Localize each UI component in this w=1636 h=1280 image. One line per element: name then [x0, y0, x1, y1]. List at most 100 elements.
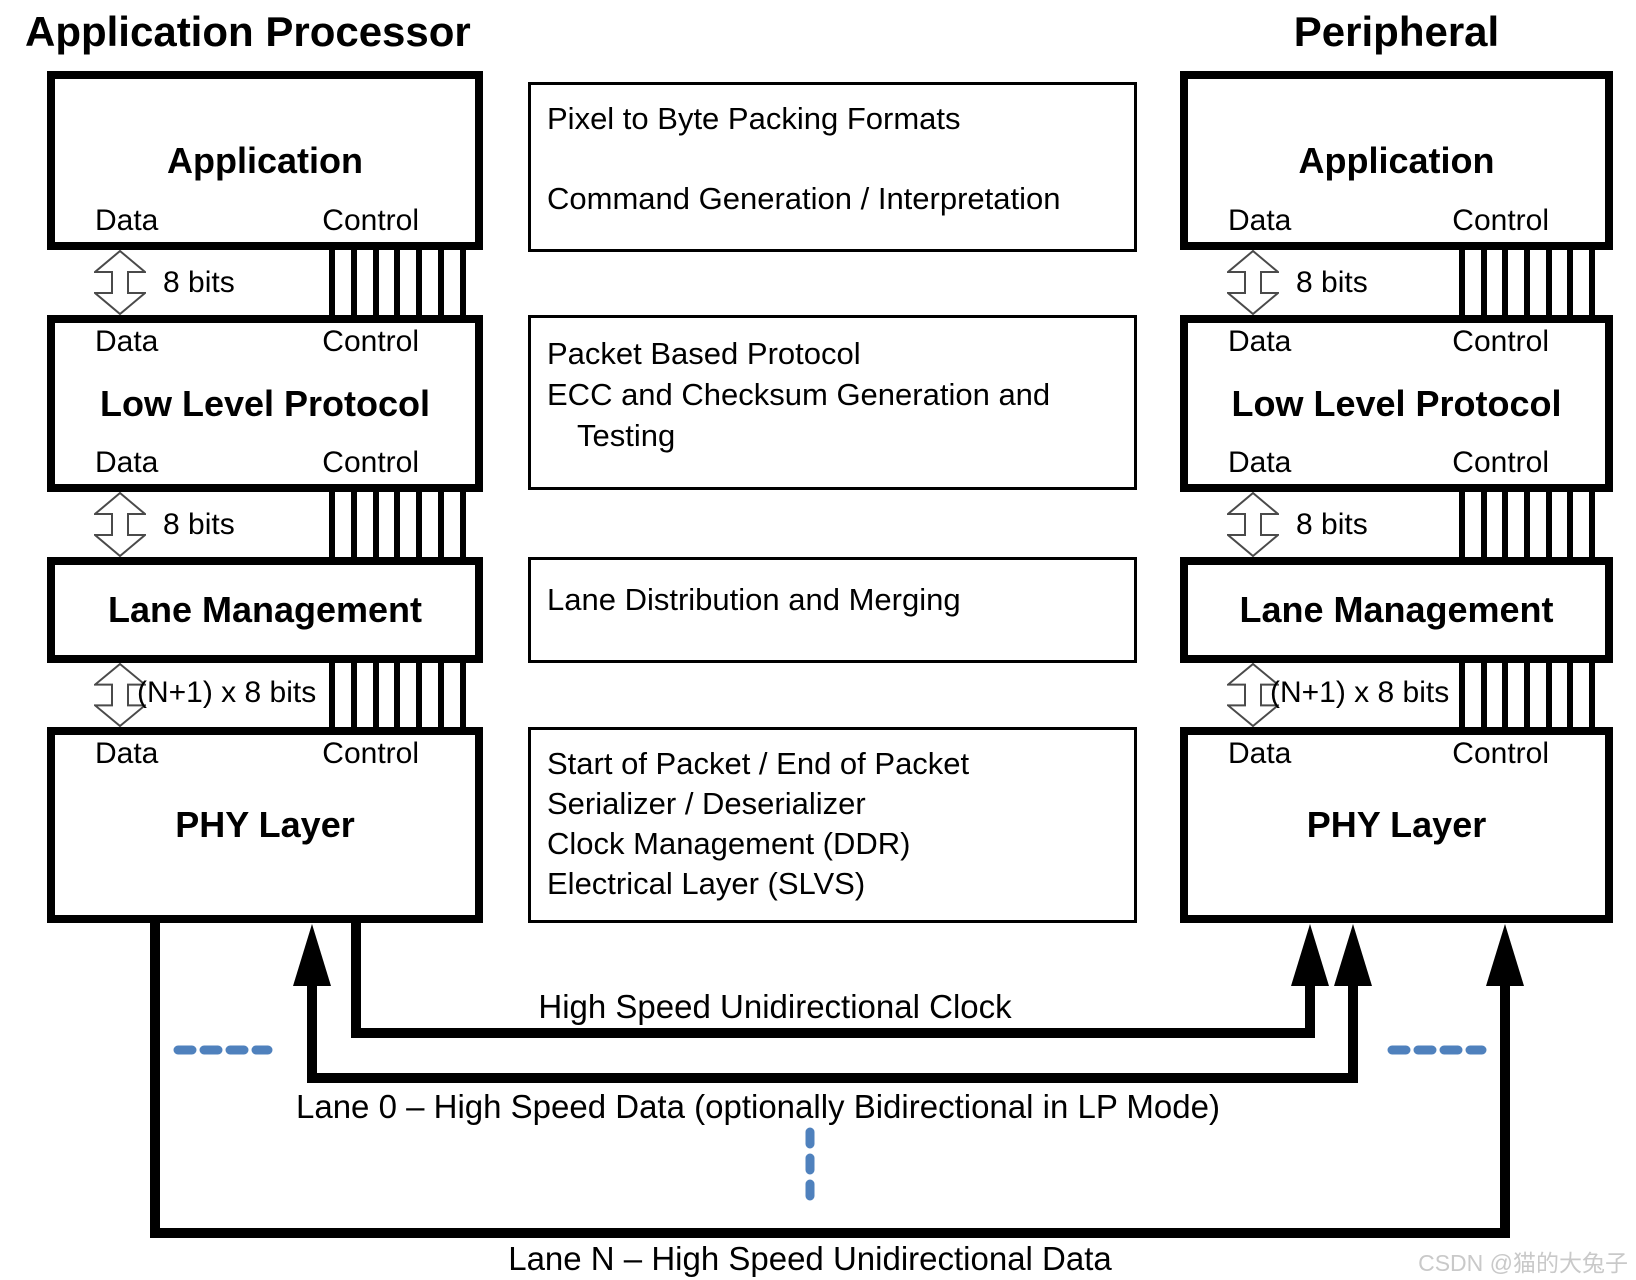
control-line [1459, 492, 1465, 557]
control-bus-lines [329, 663, 466, 727]
heading-peripheral: Peripheral [1293, 8, 1500, 55]
control-port-label: Control [322, 325, 419, 358]
control-port-label: Control [1452, 737, 1549, 770]
control-line [438, 492, 445, 557]
lane0-right-arrowhead [1334, 924, 1372, 986]
note-line: Packet Based Protocol [547, 336, 861, 371]
control-line [1502, 250, 1509, 315]
data-port-label: Data [1228, 446, 1292, 479]
control-line [459, 663, 466, 727]
control-line [1502, 663, 1509, 727]
data-bus-arrow-icon [94, 492, 146, 557]
note-line: Lane Distribution and Merging [547, 582, 961, 617]
control-bus-lines [329, 492, 466, 557]
control-line [394, 492, 401, 557]
control-line [329, 492, 335, 557]
control-port-label: Control [322, 446, 419, 479]
data-bus-arrow-icon [1227, 250, 1279, 315]
laneN-arrowhead [1486, 924, 1524, 986]
control-line [1480, 663, 1487, 727]
peripheral-lane-management-box: Lane Management [1180, 557, 1613, 663]
bus-width-label: 8 bits [1296, 508, 1368, 541]
peripheral-phy-layer-box: Data Control PHY Layer [1180, 727, 1613, 923]
bus-width-label: (N+1) x 8 bits [1270, 676, 1450, 709]
ap-phy-layer-box: Data Control PHY Layer [47, 727, 483, 923]
data-port-label: Data [95, 737, 159, 770]
clock-lane-label: High Speed Unidirectional Clock [538, 988, 1012, 1025]
control-line [329, 250, 335, 315]
lane0-left-arrowhead [293, 924, 331, 986]
control-line [1588, 663, 1595, 727]
control-line [1480, 492, 1487, 557]
control-line [329, 663, 335, 727]
note-line: Testing [577, 418, 676, 453]
control-line [1545, 663, 1552, 727]
ap-low-level-protocol-box: Data Control Low Level Protocol Data Con… [47, 315, 483, 492]
data-port-label: Data [95, 204, 159, 237]
bus-width-label: (N+1) x 8 bits [137, 676, 317, 709]
note-line: Clock Management (DDR) [547, 826, 911, 861]
box-title: Lane Management [1239, 589, 1554, 630]
control-line [1588, 492, 1595, 557]
note-box-application: Pixel to Byte Packing Formats Command Ge… [528, 82, 1137, 252]
control-bus-lines [1459, 250, 1595, 315]
data-bus-arrow-icon [1227, 663, 1279, 727]
ap-application-box: Application Data Control [47, 71, 483, 250]
control-line [1545, 250, 1552, 315]
box-title: Low Level Protocol [1231, 382, 1562, 424]
control-line [372, 663, 379, 727]
control-line [350, 250, 357, 315]
control-line [1567, 250, 1574, 315]
control-line [372, 250, 379, 315]
control-line [1459, 663, 1465, 727]
control-bus-lines [329, 250, 466, 315]
laneN-label: Lane N – High Speed Unidirectional Data [508, 1240, 1112, 1277]
data-bus-arrow-icon [1227, 492, 1279, 557]
note-line: ECC and Checksum Generation and [547, 377, 1051, 412]
control-line [350, 663, 357, 727]
ap-lane-management-box: Lane Management [47, 557, 483, 663]
control-port-label: Control [322, 737, 419, 770]
note-box-phy-layer: Start of Packet / End of Packet Serializ… [528, 727, 1137, 923]
control-line [394, 250, 401, 315]
bus-width-label: 8 bits [1296, 266, 1368, 299]
note-line: Start of Packet / End of Packet [547, 746, 970, 781]
control-line [1480, 250, 1487, 315]
lane0-label: Lane 0 – High Speed Data (optionally Bid… [296, 1088, 1220, 1125]
control-line [350, 492, 357, 557]
laneN-line [150, 920, 1510, 1238]
control-line [394, 663, 401, 727]
control-port-label: Control [1452, 325, 1549, 358]
box-title: PHY Layer [175, 804, 355, 845]
note-box-low-level-protocol: Packet Based Protocol ECC and Checksum G… [528, 315, 1137, 490]
control-port-label: Control [322, 204, 419, 237]
clock-arrowhead [1291, 924, 1329, 986]
data-port-label: Data [95, 446, 159, 479]
box-title: Low Level Protocol [99, 382, 431, 424]
note-line: Pixel to Byte Packing Formats [547, 101, 961, 136]
control-line [1567, 492, 1574, 557]
data-bus-arrow-icon [94, 663, 146, 727]
bus-width-label: 8 bits [163, 266, 235, 299]
data-port-label: Data [95, 325, 159, 358]
box-title: Lane Management [107, 589, 423, 630]
control-bus-lines [1459, 492, 1595, 557]
control-line [438, 250, 445, 315]
peripheral-low-level-protocol-box: Data Control Low Level Protocol Data Con… [1180, 315, 1613, 492]
control-line [1523, 492, 1530, 557]
control-port-label: Control [1452, 446, 1549, 479]
watermark: CSDN @猫的大兔子 [1418, 1250, 1628, 1276]
control-line [416, 663, 423, 727]
control-line [1588, 250, 1595, 315]
data-bus-arrow-icon [94, 250, 146, 315]
heading-application-processor: Application Processor [25, 8, 471, 55]
control-port-label: Control [1452, 204, 1549, 237]
control-line [459, 250, 466, 315]
box-title: Application [167, 139, 363, 181]
box-title: PHY Layer [1306, 804, 1487, 845]
control-line [416, 492, 423, 557]
control-line [1502, 492, 1509, 557]
data-port-label: Data [1228, 737, 1292, 770]
control-bus-lines [1459, 663, 1595, 727]
